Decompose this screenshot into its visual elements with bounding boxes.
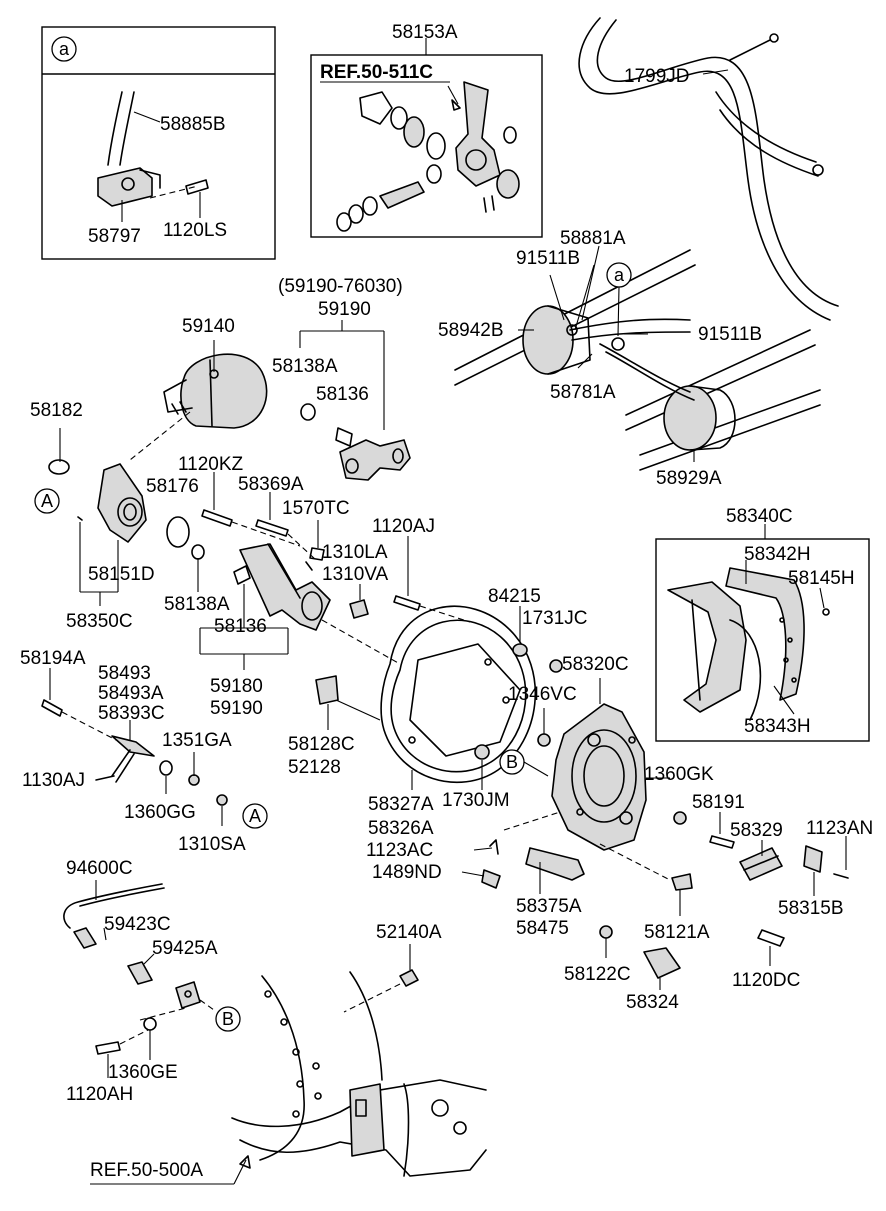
label-58326A: 58326A bbox=[368, 818, 434, 839]
label-58136-1: 58136 bbox=[316, 384, 369, 405]
label-1120KZ: 1120KZ bbox=[178, 454, 244, 475]
label-59423C: 59423C bbox=[104, 914, 171, 935]
label-91511B-1: 91511B bbox=[516, 248, 580, 269]
label-59190-top: 59190 bbox=[318, 299, 371, 320]
chamber-group: a bbox=[454, 245, 821, 471]
label-58194A: 58194A bbox=[20, 648, 86, 669]
label-58475: 58475 bbox=[516, 918, 569, 939]
label-58327A: 58327A bbox=[368, 794, 434, 815]
label-58329: 58329 bbox=[730, 820, 783, 841]
callout-A-bracket: A bbox=[41, 491, 53, 511]
label-58122C: 58122C bbox=[564, 964, 631, 985]
label-52128: 52128 bbox=[288, 757, 341, 778]
bracket-58151D: A bbox=[34, 428, 147, 606]
nut-1731JC bbox=[549, 659, 563, 673]
label-1346VC: 1346VC bbox=[508, 684, 577, 705]
label-58797: 58797 bbox=[88, 226, 141, 247]
label-58128C: 58128C bbox=[288, 734, 355, 755]
bolt-1120AJ bbox=[393, 595, 421, 611]
label-58340C: 58340C bbox=[726, 506, 793, 527]
abs-sensor-group: B bbox=[63, 880, 241, 1078]
label-58153A: 58153A bbox=[392, 22, 458, 43]
ref-50-500a-label: REF.50-500A bbox=[90, 1160, 203, 1181]
callout-B-sensor: B bbox=[222, 1009, 234, 1029]
label-58343H: 58343H bbox=[744, 716, 811, 737]
label-58375A: 58375A bbox=[516, 896, 582, 917]
adjuster-hardware: A bbox=[41, 668, 268, 829]
callout-a-inset: a bbox=[59, 39, 70, 59]
label-1730JM: 1730JM bbox=[442, 790, 510, 811]
label-59180: 59180 bbox=[210, 676, 263, 697]
label-58342H: 58342H bbox=[744, 544, 811, 565]
label-58136-2: 58136 bbox=[214, 616, 267, 637]
camshaft-tube bbox=[166, 472, 401, 670]
hose-assembly bbox=[578, 17, 839, 321]
label-58176: 58176 bbox=[146, 476, 199, 497]
label-1120DC: 1120DC bbox=[732, 970, 800, 991]
label-58929A: 58929A bbox=[656, 468, 722, 489]
label-58191: 58191 bbox=[692, 792, 745, 813]
brake-chamber-59140 bbox=[129, 340, 268, 461]
label-1120LS: 1120LS bbox=[163, 220, 227, 241]
label-58350C: 58350C bbox=[66, 611, 133, 632]
camshaft-bracket-59190-top: (59190-76030) 59190 bbox=[278, 276, 411, 481]
label-1351GA: 1351GA bbox=[162, 730, 232, 751]
label-1360GG: 1360GG bbox=[124, 802, 196, 823]
label-1310VA: 1310VA bbox=[322, 564, 389, 585]
label-58151D: 58151D bbox=[88, 564, 155, 585]
label-1570TC: 1570TC bbox=[282, 498, 350, 519]
label-1130AJ: 1130AJ bbox=[22, 770, 85, 791]
label-58138A-1: 58138A bbox=[272, 356, 338, 377]
label-84215: 84215 bbox=[488, 586, 541, 607]
label-1120AJ: 1120AJ bbox=[372, 516, 435, 537]
ref-50-511c-box bbox=[310, 38, 543, 238]
label-59190-76030: (59190-76030) bbox=[278, 276, 403, 297]
label-1310LA: 1310LA bbox=[322, 542, 388, 563]
label-58320C: 58320C bbox=[562, 654, 629, 675]
label-52140A: 52140A bbox=[376, 922, 442, 943]
label-58881A: 58881A bbox=[560, 228, 626, 249]
label-58781A: 58781A bbox=[550, 382, 616, 403]
label-58393C: 58393C bbox=[98, 703, 165, 724]
shoe-kit-box bbox=[655, 524, 870, 742]
callout-a-chamber: a bbox=[614, 265, 625, 285]
label-58138A-2: 58138A bbox=[164, 594, 230, 615]
label-1731JC: 1731JC bbox=[522, 608, 588, 629]
inset-a-box: a bbox=[41, 26, 276, 260]
label-1123AC: 1123AC bbox=[366, 840, 433, 861]
backing-plate: B bbox=[474, 678, 687, 881]
label-58182: 58182 bbox=[30, 400, 83, 421]
label-59140: 59140 bbox=[182, 316, 235, 337]
ref-50-511c-label: REF.50-511C bbox=[320, 62, 433, 83]
label-1310SA: 1310SA bbox=[178, 834, 246, 855]
label-59425A: 59425A bbox=[152, 938, 218, 959]
grommet-58128C bbox=[315, 675, 339, 705]
label-1799JD: 1799JD bbox=[624, 66, 690, 87]
label-58324: 58324 bbox=[626, 992, 679, 1013]
bolt-52140A bbox=[399, 969, 419, 987]
label-58942B: 58942B bbox=[438, 320, 504, 341]
label-1489ND: 1489ND bbox=[372, 862, 442, 883]
callout-B-plate: B bbox=[506, 752, 518, 772]
label-58315B: 58315B bbox=[778, 898, 844, 919]
label-94600C: 94600C bbox=[66, 858, 133, 879]
label-58369A: 58369A bbox=[238, 474, 304, 495]
label-58493: 58493 bbox=[98, 663, 151, 684]
callout-A-hardware: A bbox=[249, 806, 261, 826]
nut-84215 bbox=[512, 643, 528, 657]
axle-housing bbox=[231, 971, 487, 1177]
cam-anchor-parts bbox=[461, 812, 849, 990]
label-1360GE: 1360GE bbox=[108, 1062, 178, 1083]
label-1120AH: 1120AH bbox=[66, 1084, 133, 1105]
label-1360GK: 1360GK bbox=[644, 764, 714, 785]
label-59190-bot: 59190 bbox=[210, 698, 263, 719]
label-58121A: 58121A bbox=[644, 922, 710, 943]
label-58493A: 58493A bbox=[98, 683, 164, 704]
label-91511B-2: 91511B bbox=[698, 324, 762, 345]
label-58145H: 58145H bbox=[788, 568, 855, 589]
label-1123AN: 1123AN bbox=[806, 818, 873, 839]
label-58885B: 58885B bbox=[160, 114, 226, 135]
